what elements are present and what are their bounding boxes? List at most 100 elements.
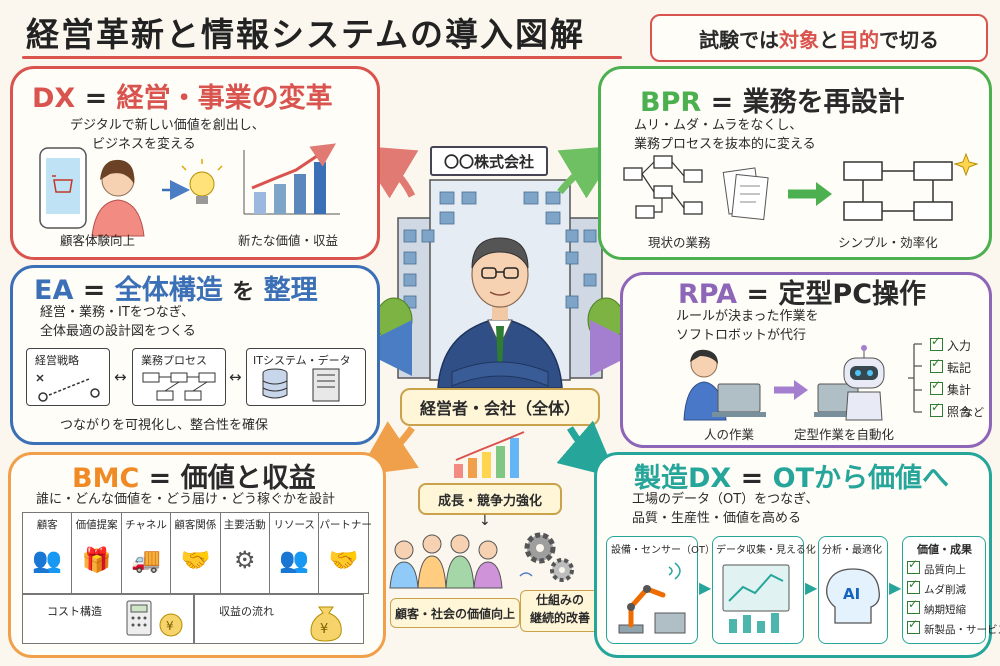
svg-text:¥: ¥ (166, 619, 174, 633)
rpa-task-item: 転記 (930, 356, 972, 376)
check-icon (930, 400, 943, 417)
improvement-line2: 継続的改善 (529, 611, 590, 625)
mfg-result-label: 納期短縮 (924, 604, 966, 616)
robot-arm-icon (618, 562, 686, 634)
rpa-etc: など (962, 406, 984, 419)
dx-desc2: ビジネスを変える (92, 137, 196, 152)
bmc-cell-label: 価値提案 (75, 519, 118, 531)
gear-icon: ⚙ (234, 546, 256, 574)
rpa-term: 定型PC操作 (778, 279, 927, 310)
bpr-left-caption: 現状の業務 (648, 235, 711, 250)
mfg-result-label: 新製品・サービス (924, 624, 1000, 636)
bmc-cell-label: 主要活動 (223, 519, 266, 531)
company-label: 経営者・会社（全体） (400, 388, 600, 426)
dx-eq: = (84, 83, 108, 114)
mfg-step-sensor: 設備・センサー（OT） (606, 536, 715, 644)
mfg-result-item: 新製品・サービス (907, 617, 1000, 637)
bmc-eq: = (148, 463, 172, 494)
bmc-cell-label: パートナー (319, 519, 372, 531)
bpr-right-caption: シンプル・効率化 (838, 235, 938, 250)
mfg-heading: 製造DX = OTから価値へ (634, 456, 949, 495)
company-sign: 〇〇株式会社 (430, 146, 548, 176)
rpa-task-label: 入力 (947, 339, 972, 353)
ea-key: EA (34, 275, 74, 306)
ai-brain-icon: AI (826, 568, 880, 624)
rpa-bracket (908, 343, 922, 413)
tagline-part4: 目的 (839, 27, 879, 52)
ai-text: AI (843, 585, 860, 603)
mfg-arrow-2: ▶ (805, 578, 818, 597)
rpa-task-item: 照合 (930, 400, 971, 420)
mfg-eq: = (740, 463, 764, 494)
mfg-key: 製造DX (634, 463, 732, 494)
ea-box3-label: ITシステム・データ (253, 354, 351, 367)
mfg-step3-label: 分析・最適化 (822, 545, 882, 556)
bmc-key: BMC (72, 463, 140, 494)
growth-label: 成長・競争力強化 (418, 483, 562, 515)
dx-heading: DX = 経営・事業の変革 (32, 76, 333, 115)
bmc-heading: BMC = 価値と収益 (72, 456, 316, 495)
bpr-illustration (623, 152, 979, 221)
dashboard-icon (722, 564, 790, 633)
ea-box-strategy: 経営戦略 (26, 348, 110, 406)
bmc-revenue-label: 収益の流れ (219, 605, 274, 618)
tagline-part5: で切る (879, 27, 939, 52)
bmc-desc: 誰に・どんな価値を・どう届け・どう稼ぐかを設計 (36, 492, 336, 507)
tagline-part3: と (819, 27, 839, 52)
mfg-result-item: 品質向上 (907, 557, 966, 577)
mfg-arrow-3: ▶ (889, 578, 902, 597)
rpa-illustration (683, 345, 885, 421)
check-icon (907, 597, 920, 614)
bmc-cost: コスト構造 ¥ (22, 594, 194, 644)
dx-illustration (39, 143, 340, 237)
bpr-eq: = (710, 87, 734, 118)
resources-icon: 👥 (279, 546, 310, 574)
mfg-results: 価値・成果 品質向上ムダ削減納期短縮新製品・サービス (902, 536, 1000, 644)
page-title: 経営革新と情報システムの導入図解 (26, 15, 586, 54)
dx-key: DX (32, 83, 76, 114)
bmc-term: 価値と収益 (180, 463, 316, 494)
ea-heading: EA = 全体構造 を 整理 (34, 268, 318, 307)
ea-footer: つながりを可視化し、整合性を確保 (60, 418, 269, 433)
bmc-cell: 価値提案 🎁 (71, 512, 122, 594)
database-server-icon (262, 368, 340, 402)
bmc-revenue: 収益の流れ ¥ (194, 594, 364, 644)
rpa-left-caption: 人の作業 (704, 427, 755, 442)
rpa-task-label: 転記 (947, 361, 972, 375)
bmc-cell: 顧客関係🤝 (170, 512, 221, 594)
strategy-icon (36, 374, 100, 402)
mfg-result-label: ムダ削減 (924, 584, 966, 596)
rpa-desc1: ルールが決まった作業を (676, 309, 819, 324)
gift-icon: 🎁 (81, 546, 112, 574)
ea-desc1: 経営・業務・ITをつなぎ、 (40, 305, 195, 320)
improvement-line1: 仕組みの (535, 593, 584, 607)
ea-desc2: 全体最適の設計図をつくる (40, 324, 196, 339)
bpr-heading: BPR = 業務を再設計 (640, 80, 905, 119)
bmc-cell: チャネル🚚 (120, 512, 172, 594)
tagline-part1: 試験では (699, 27, 779, 52)
rpa-desc2: ソフトロボットが代行 (676, 328, 807, 343)
bmc-cell-label: 顧客 (36, 519, 58, 531)
rpa-task-item: 入力 (930, 334, 972, 354)
dx-left-caption: 顧客体験向上 (60, 233, 136, 248)
bpr-desc2: 業務プロセスを抜本的に変える (634, 137, 816, 152)
svg-text:¥: ¥ (320, 622, 328, 637)
ea-suffix: を (232, 280, 255, 305)
mfg-term: OTから価値へ (772, 463, 950, 494)
bmc-cell: 顧客 👥 (22, 512, 73, 594)
mfg-step-ai: 分析・最適化 AI (818, 536, 888, 644)
ea-box1-label: 経営戦略 (35, 354, 79, 367)
rpa-task-label: 集計 (947, 383, 972, 397)
mfg-result-item: ムダ削減 (907, 577, 966, 597)
dx-right-caption: 新たな価値・収益 (238, 233, 339, 248)
customers-icon: 👥 (32, 546, 63, 574)
bmc-cell: リソース👥 (269, 512, 320, 594)
ea-link-icon-2: ↔ (229, 368, 242, 386)
bmc-cost-label: コスト構造 (47, 605, 102, 618)
mfg-desc1: 工場のデータ（OT）をつなぎ、 (632, 492, 819, 507)
check-icon (907, 577, 920, 594)
mfg-step-data: データ収集・見える化 (712, 536, 816, 644)
mfg-desc2: 品質・生産性・価値を高める (632, 511, 802, 526)
rpa-eq: = (746, 279, 770, 310)
rpa-right-caption: 定型作業を自動化 (794, 427, 895, 442)
